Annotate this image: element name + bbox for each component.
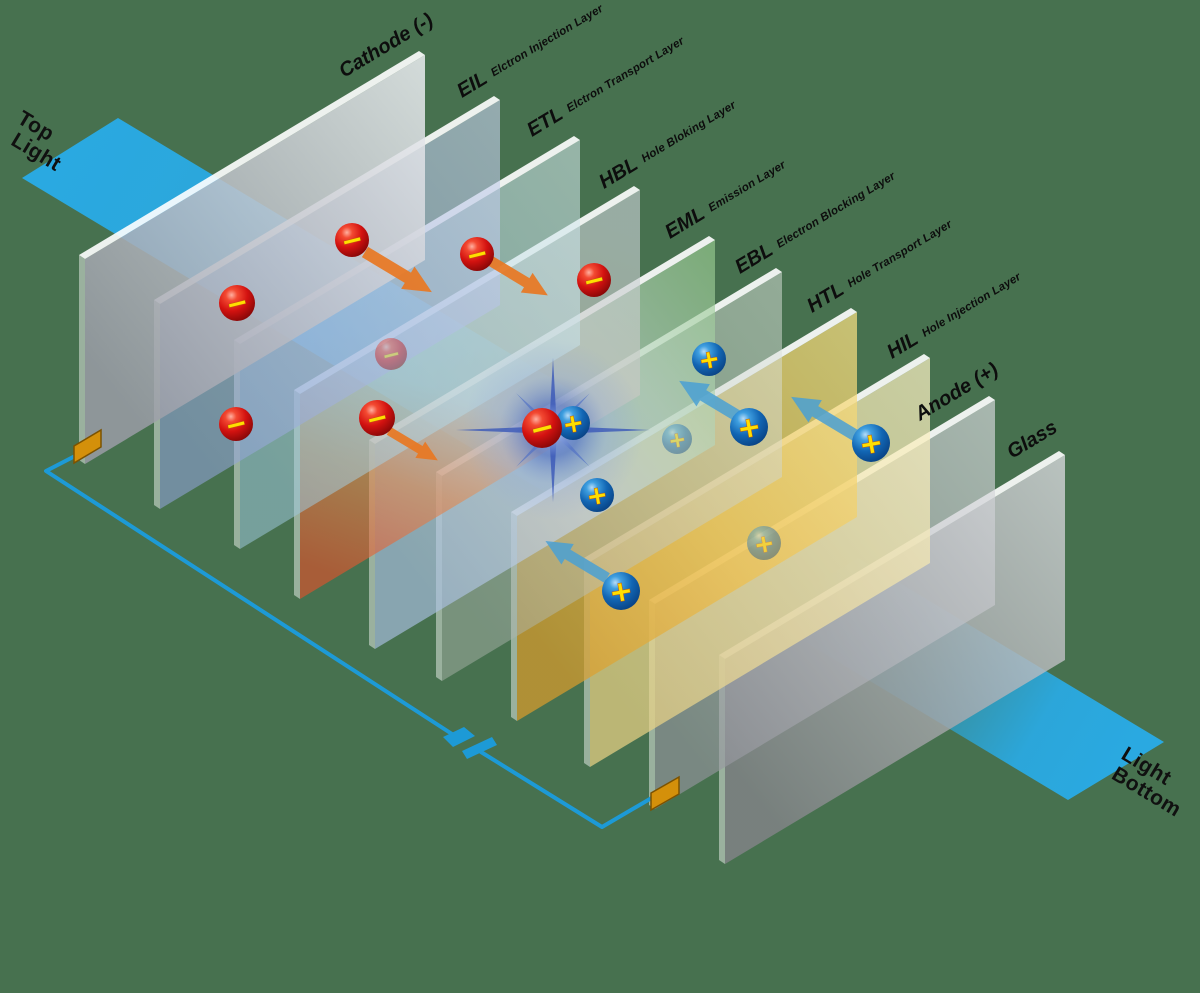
svg-text:−: −: [580, 264, 608, 298]
hole-icon: +: [556, 406, 590, 440]
label-eml: EMLEmission Layer: [661, 154, 790, 244]
svg-text:+: +: [607, 573, 636, 610]
electron-icon: −: [522, 408, 562, 448]
svg-text:−: −: [363, 402, 391, 436]
label-hil: HILHole Injection Layer: [883, 266, 1025, 364]
electron-icon: −: [359, 400, 395, 437]
cathode-contact-pad-icon: [73, 428, 102, 465]
circuit-wire: [479, 750, 657, 829]
electron-icon: −: [577, 263, 611, 299]
electron-icon: −: [219, 285, 255, 322]
svg-text:+: +: [584, 479, 610, 511]
electron-icon: −: [375, 338, 407, 370]
electron-icon: −: [335, 223, 369, 259]
label-eil: EILElctron Injection Layer: [453, 0, 607, 102]
svg-text:+: +: [666, 427, 688, 454]
hole-icon: +: [852, 424, 890, 462]
hole-icon: +: [662, 424, 692, 454]
layer-panel-cathode: [79, 51, 425, 464]
label-htl: HTLHole Transport Layer: [803, 213, 956, 317]
hole-icon: +: [602, 572, 640, 610]
battery-icon: [443, 727, 497, 759]
svg-text:+: +: [696, 343, 722, 375]
anode-contact-pad-icon: [650, 775, 680, 812]
hole-icon: +: [692, 342, 726, 376]
hole-icon: +: [580, 478, 614, 512]
drive-circuit: [44, 428, 680, 829]
hole-icon: +: [730, 408, 768, 446]
electron-icon: −: [219, 407, 253, 443]
hole-icon: +: [747, 526, 781, 560]
electron-icon: −: [460, 237, 494, 273]
label-hbl: HBLHole Bloking Layer: [595, 94, 740, 193]
circuit-wire: [44, 453, 454, 736]
